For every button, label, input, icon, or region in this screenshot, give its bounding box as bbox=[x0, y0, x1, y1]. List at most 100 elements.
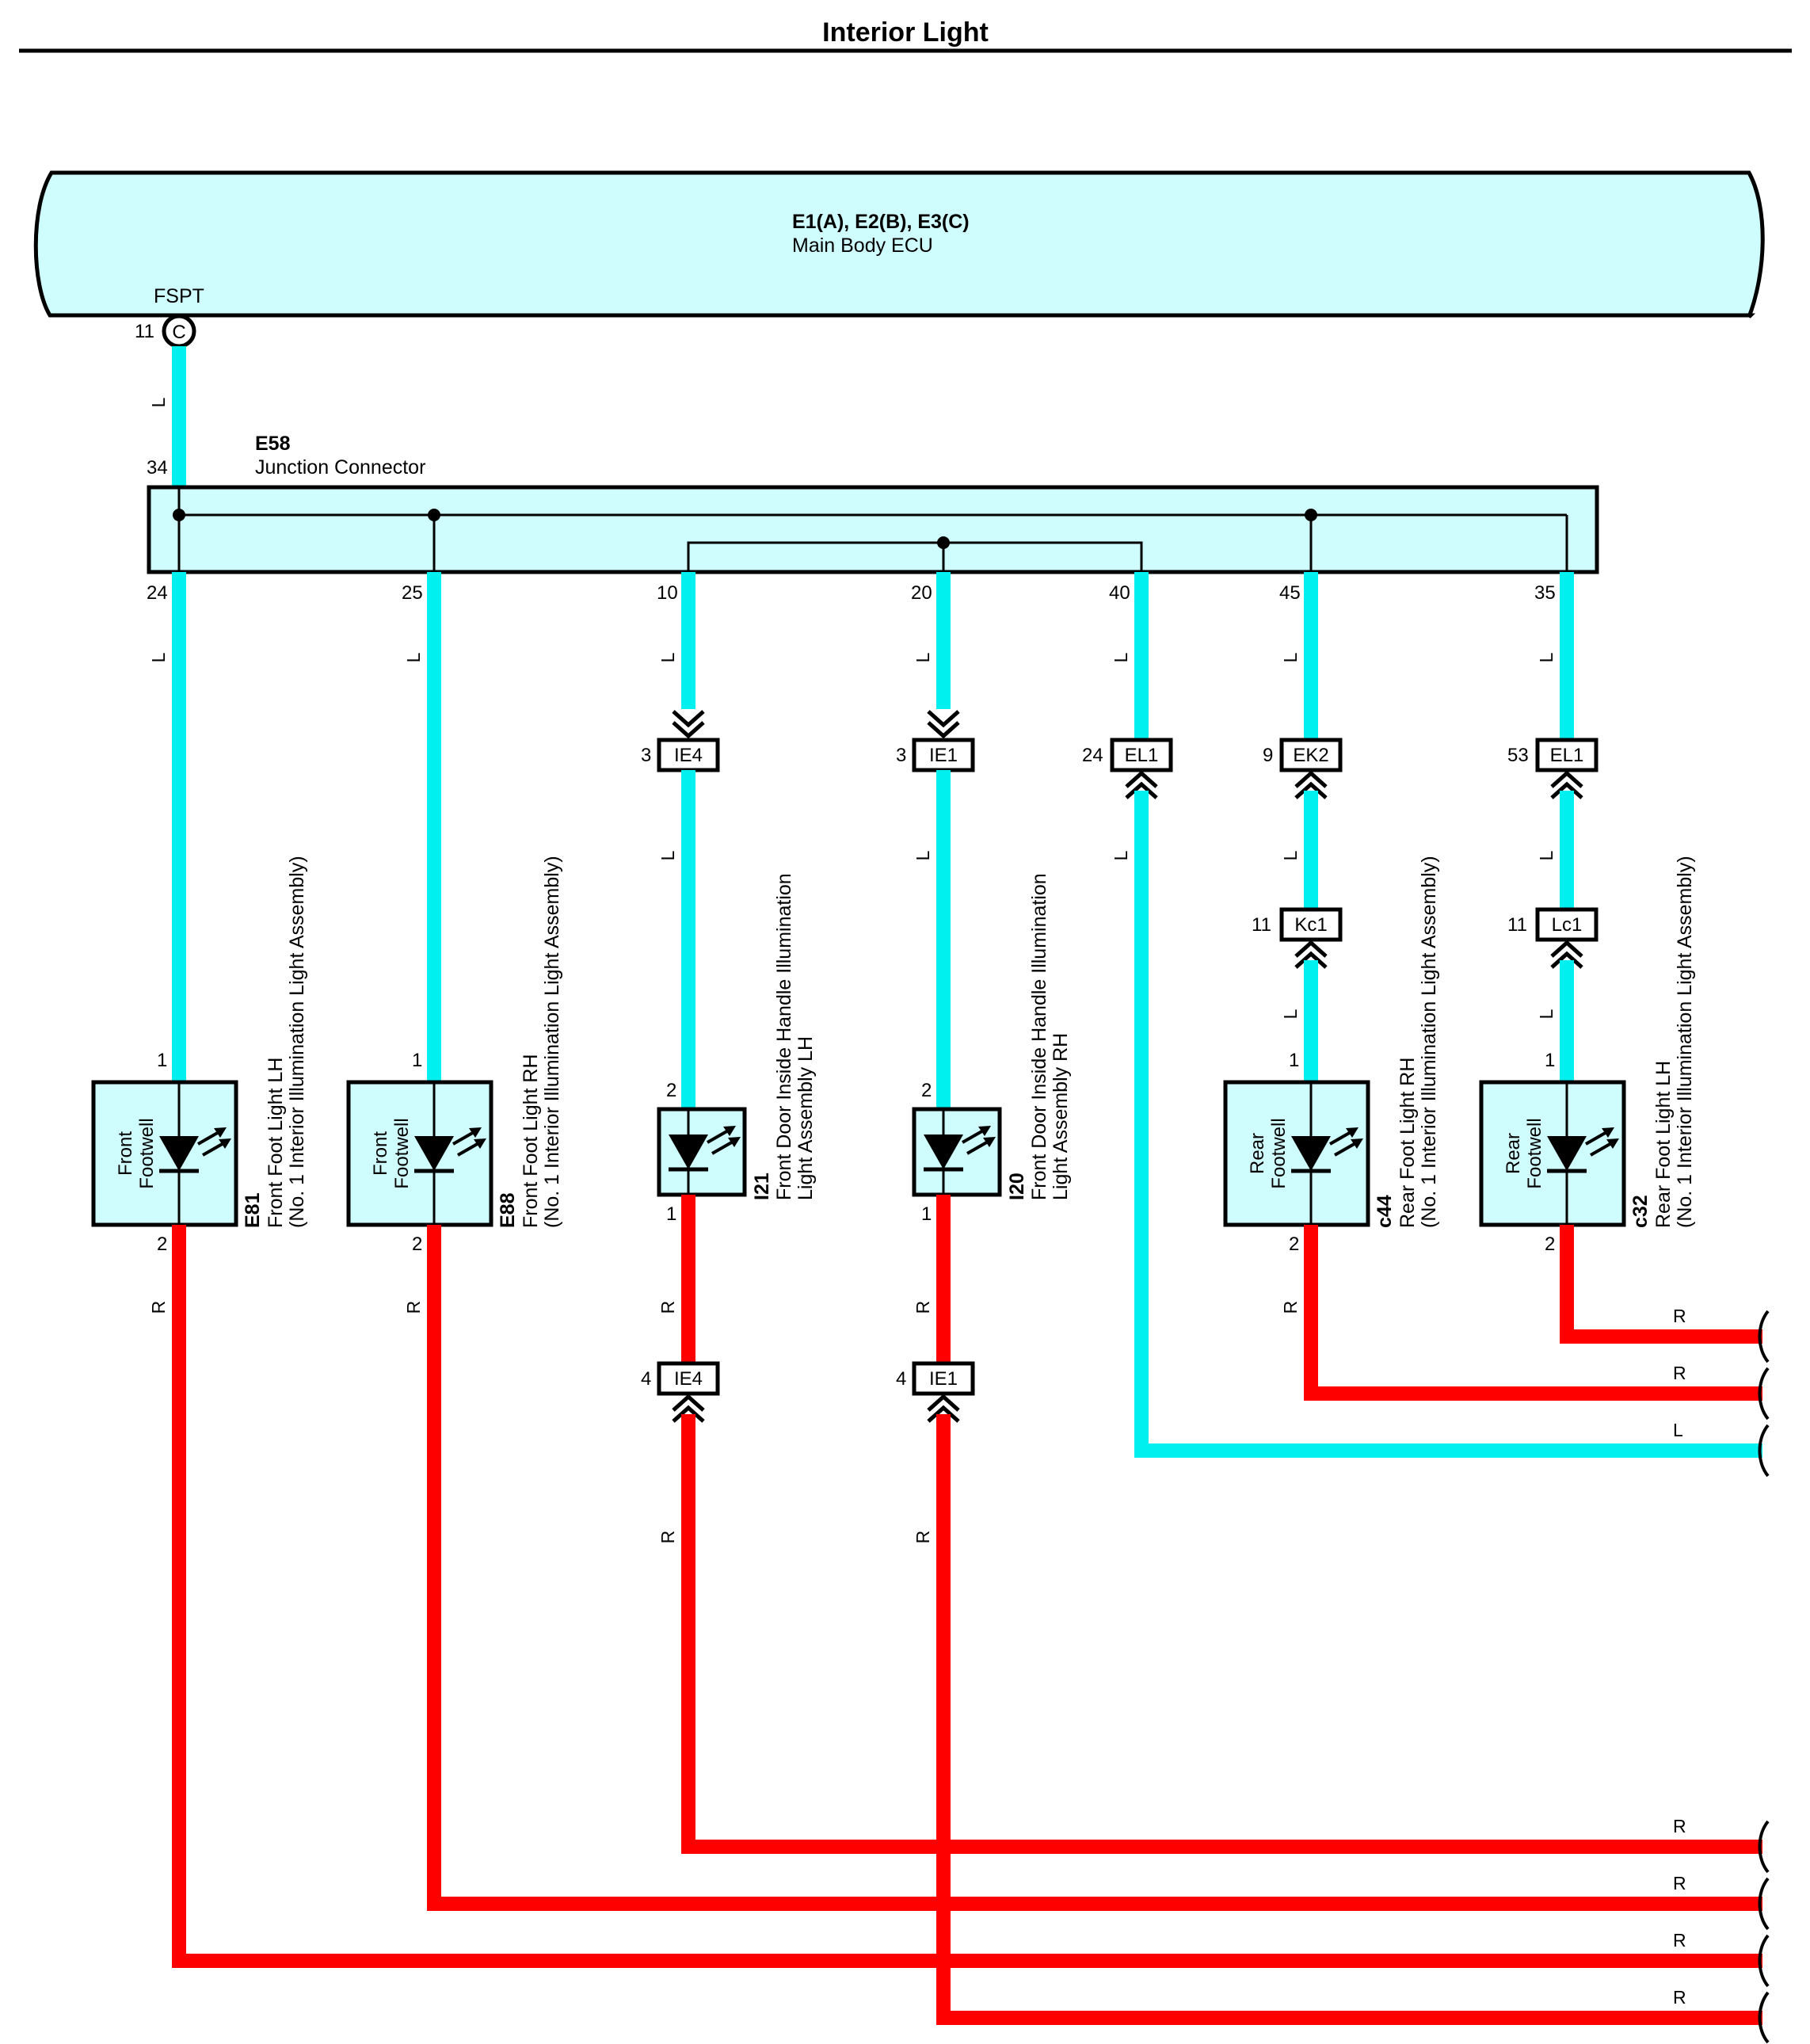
junction-pin: 20 bbox=[911, 582, 932, 604]
wire-label: L bbox=[148, 652, 169, 662]
wire-label: R bbox=[657, 1301, 678, 1314]
wire-label: L bbox=[1536, 850, 1557, 860]
continuation-label: L bbox=[1673, 1420, 1683, 1440]
device-inner-label: Footwell bbox=[1268, 1118, 1290, 1188]
connector-name: IE1 bbox=[929, 745, 958, 766]
device-pin-bot: 2 bbox=[1545, 1234, 1555, 1255]
device-pin-top: 2 bbox=[921, 1080, 932, 1101]
junction-node bbox=[428, 509, 440, 521]
connector-name: IE1 bbox=[929, 1368, 958, 1390]
wire-label: R bbox=[657, 1531, 678, 1544]
device-id: I21 bbox=[751, 1173, 773, 1200]
page-title: Interior Light bbox=[822, 17, 989, 48]
device-inner-label: Rear bbox=[1247, 1133, 1268, 1174]
connector-ie1 bbox=[912, 738, 975, 772]
connector-pin: 53 bbox=[1507, 745, 1529, 766]
wire-label: L bbox=[1280, 1009, 1301, 1019]
device-c44 bbox=[1223, 1080, 1370, 1227]
wire-label: L bbox=[657, 850, 678, 860]
wire-label: R bbox=[1280, 1301, 1301, 1314]
device-name: Light Assembly LH bbox=[794, 1036, 817, 1200]
connector-name: Lc1 bbox=[1552, 914, 1583, 936]
wire-label: L bbox=[657, 652, 678, 662]
junction-in-pin: 34 bbox=[147, 457, 168, 479]
wire-red bbox=[172, 1225, 1762, 1968]
continuation-label: R bbox=[1673, 1306, 1686, 1326]
wire-label: L bbox=[1536, 1009, 1557, 1019]
device-inner-label: Footwell bbox=[136, 1118, 158, 1188]
connector-pin: 24 bbox=[1082, 745, 1103, 766]
connector-pin: 11 bbox=[1252, 914, 1271, 936]
wire-label: L bbox=[1280, 652, 1301, 662]
device-name: Front Door Inside Handle Illumination bbox=[1028, 873, 1050, 1200]
wire-label: L bbox=[1536, 652, 1557, 662]
junction-pin: 35 bbox=[1534, 582, 1556, 604]
ecu-pin-number: 11 bbox=[135, 321, 154, 342]
device-e81 bbox=[91, 1080, 238, 1227]
device-i20 bbox=[912, 1107, 1002, 1197]
device-pin-top: 1 bbox=[1545, 1050, 1555, 1071]
connector-name: Kc1 bbox=[1294, 914, 1327, 936]
device-pin-bot: 2 bbox=[412, 1234, 422, 1255]
connector-ie4 bbox=[657, 738, 720, 772]
connector-pin: 9 bbox=[1263, 745, 1273, 766]
ecu-block bbox=[33, 170, 1765, 318]
wire-label: L bbox=[1111, 652, 1131, 662]
device-name: Front Foot Light RH bbox=[520, 1054, 542, 1228]
ecu-terminal-name: FSPT bbox=[154, 285, 204, 307]
device-pin-top: 1 bbox=[1289, 1050, 1299, 1071]
junction-pin: 24 bbox=[147, 582, 168, 604]
junction-node bbox=[1305, 509, 1317, 521]
device-pin-top: 1 bbox=[412, 1050, 422, 1071]
connector-pin: 4 bbox=[896, 1368, 906, 1390]
connector-name: EK2 bbox=[1293, 745, 1328, 766]
device-name: (No. 1 Interior Illumination Light Assem… bbox=[1674, 856, 1696, 1228]
wire-label: L bbox=[1280, 850, 1301, 860]
junction-block bbox=[147, 485, 1599, 574]
device-pin-top: 1 bbox=[157, 1050, 167, 1071]
device-id: E81 bbox=[242, 1192, 264, 1228]
connector-name: EL1 bbox=[1125, 745, 1159, 766]
ecu-desc: Main Body ECU bbox=[792, 235, 933, 257]
device-id: c32 bbox=[1629, 1195, 1652, 1228]
wire-label: R bbox=[913, 1531, 933, 1544]
connector-kc1 bbox=[1279, 907, 1343, 942]
ecu-name: E1(A), E2(B), E3(C) bbox=[792, 211, 970, 233]
connector-pin: 11 bbox=[1507, 914, 1527, 936]
junction-pin: 10 bbox=[657, 582, 678, 604]
device-name: (No. 1 Interior Illumination Light Assem… bbox=[1418, 856, 1440, 1228]
continuation-label: R bbox=[1673, 1363, 1686, 1383]
connector-el1 bbox=[1110, 738, 1173, 772]
connector-ie4 bbox=[657, 1361, 720, 1396]
connector-pin: 4 bbox=[641, 1368, 651, 1390]
junction-pin: 25 bbox=[402, 582, 423, 604]
continuation-label: R bbox=[1673, 1930, 1686, 1951]
continuation-label: R bbox=[1673, 1816, 1686, 1836]
connector-pin: 3 bbox=[896, 745, 906, 766]
device-name: Rear Foot Light RH bbox=[1397, 1058, 1419, 1228]
wire-red bbox=[936, 1414, 1762, 2025]
device-inner-label: Footwell bbox=[391, 1118, 413, 1188]
connector-ie1 bbox=[912, 1361, 975, 1396]
device-name: (No. 1 Interior Illumination Light Assem… bbox=[541, 856, 563, 1228]
device-e88 bbox=[346, 1080, 493, 1227]
connector-pin: 3 bbox=[641, 745, 651, 766]
wire-break-marks bbox=[1758, 1310, 1770, 2044]
junction-node bbox=[937, 536, 950, 549]
wire-label: R bbox=[403, 1301, 424, 1314]
continuation-label: R bbox=[1673, 1873, 1686, 1893]
junction-pin: 45 bbox=[1279, 582, 1301, 604]
device-id: c44 bbox=[1374, 1195, 1396, 1228]
device-inner-label: Front bbox=[370, 1131, 391, 1176]
device-pin-bot: 1 bbox=[666, 1203, 676, 1225]
ecu-pin-letter: C bbox=[172, 322, 185, 343]
device-inner-label: Footwell bbox=[1524, 1118, 1545, 1188]
connector-name: IE4 bbox=[674, 745, 703, 766]
connector-lc1 bbox=[1535, 907, 1599, 942]
device-name: Front Foot Light LH bbox=[265, 1058, 287, 1228]
junction-pin: 40 bbox=[1109, 582, 1130, 604]
device-pin-bot: 2 bbox=[157, 1234, 167, 1255]
junction-node bbox=[173, 509, 185, 521]
wire-red bbox=[1304, 1225, 1762, 1401]
